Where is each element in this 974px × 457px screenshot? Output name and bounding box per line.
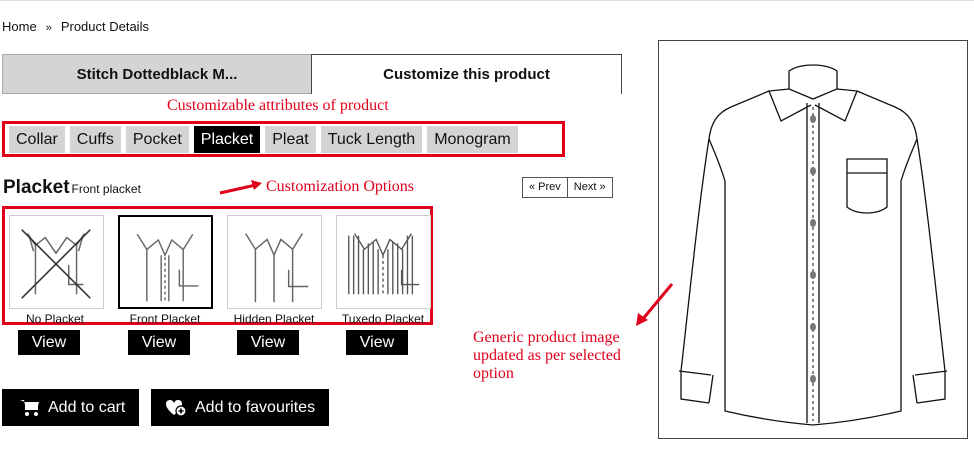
pager: « Prev Next » [522,177,613,198]
attribute-tabs: Collar Cuffs Pocket Placket Pleat Tuck L… [2,121,565,157]
add-to-cart-label: Add to cart [48,398,126,416]
breadcrumb-current: Product Details [60,19,149,34]
no-placket-icon [21,229,91,299]
front-placket-icon [136,233,199,302]
cart-icon [20,399,39,416]
attr-tab-monogram[interactable]: Monogram [427,125,518,153]
product-image [658,40,968,439]
top-divider [0,0,974,1]
image-annotation: Generic product image updated as per sel… [473,329,621,383]
breadcrumb: Home » Product Details [2,19,149,34]
view-no-placket-button[interactable]: View [18,330,80,355]
prev-button[interactable]: « Prev [523,178,568,197]
add-to-cart-button[interactable]: Add to cart [2,389,139,426]
attr-tab-placket[interactable]: Placket [193,125,261,153]
tab-customize-label: Customize this product [383,66,550,83]
attr-tab-collar[interactable]: Collar [9,125,65,153]
tab-product[interactable]: Stitch Dottedblack M... [2,54,311,94]
heart-plus-icon [166,399,187,417]
option-label: Tuxedo Placket [341,312,425,326]
option-hidden-placket[interactable] [227,215,322,309]
tab-product-label: Stitch Dottedblack M... [76,65,238,83]
attr-tab-tuck-length[interactable]: Tuck Length [320,125,423,153]
add-to-favourites-label: Add to favourites [195,398,316,416]
add-to-favourites-button[interactable]: Add to favourites [151,389,329,426]
view-front-placket-button[interactable]: View [128,330,190,355]
options-annotation: Customization Options [266,178,414,195]
image-note-line-3: option [473,365,514,382]
tuxedo-placket-icon [348,233,420,295]
image-note-line-2: updated as per selected [473,347,621,364]
selected-option-text: Front placket [71,182,141,196]
breadcrumb-separator: » [45,22,52,34]
image-arrow-icon [636,283,674,326]
option-label: Hidden Placket [233,312,315,326]
tab-customize[interactable]: Customize this product [311,54,622,94]
option-tuxedo-placket[interactable] [336,215,431,309]
option-label: Front Placket [129,312,201,326]
section-title: Placket [3,177,70,198]
options-arrow-icon [219,180,262,195]
attr-tab-pleat[interactable]: Pleat [265,125,316,153]
attributes-annotation: Customizable attributes of product [167,97,389,114]
option-front-placket[interactable] [118,215,213,309]
view-hidden-placket-button[interactable]: View [237,330,299,355]
breadcrumb-home[interactable]: Home [2,19,37,34]
view-tuxedo-placket-button[interactable]: View [346,330,408,355]
image-note-line-1: Generic product image [473,329,620,346]
next-button[interactable]: Next » [573,181,606,193]
shirt-image [678,64,948,426]
options-panel: No Placket Front Placket Hidden Placket … [2,206,433,326]
attr-tab-pocket[interactable]: Pocket [125,125,189,153]
attr-tab-cuffs[interactable]: Cuffs [69,125,121,153]
hidden-placket-icon [245,233,309,303]
option-no-placket[interactable] [9,215,104,309]
option-label: No Placket [25,312,85,326]
